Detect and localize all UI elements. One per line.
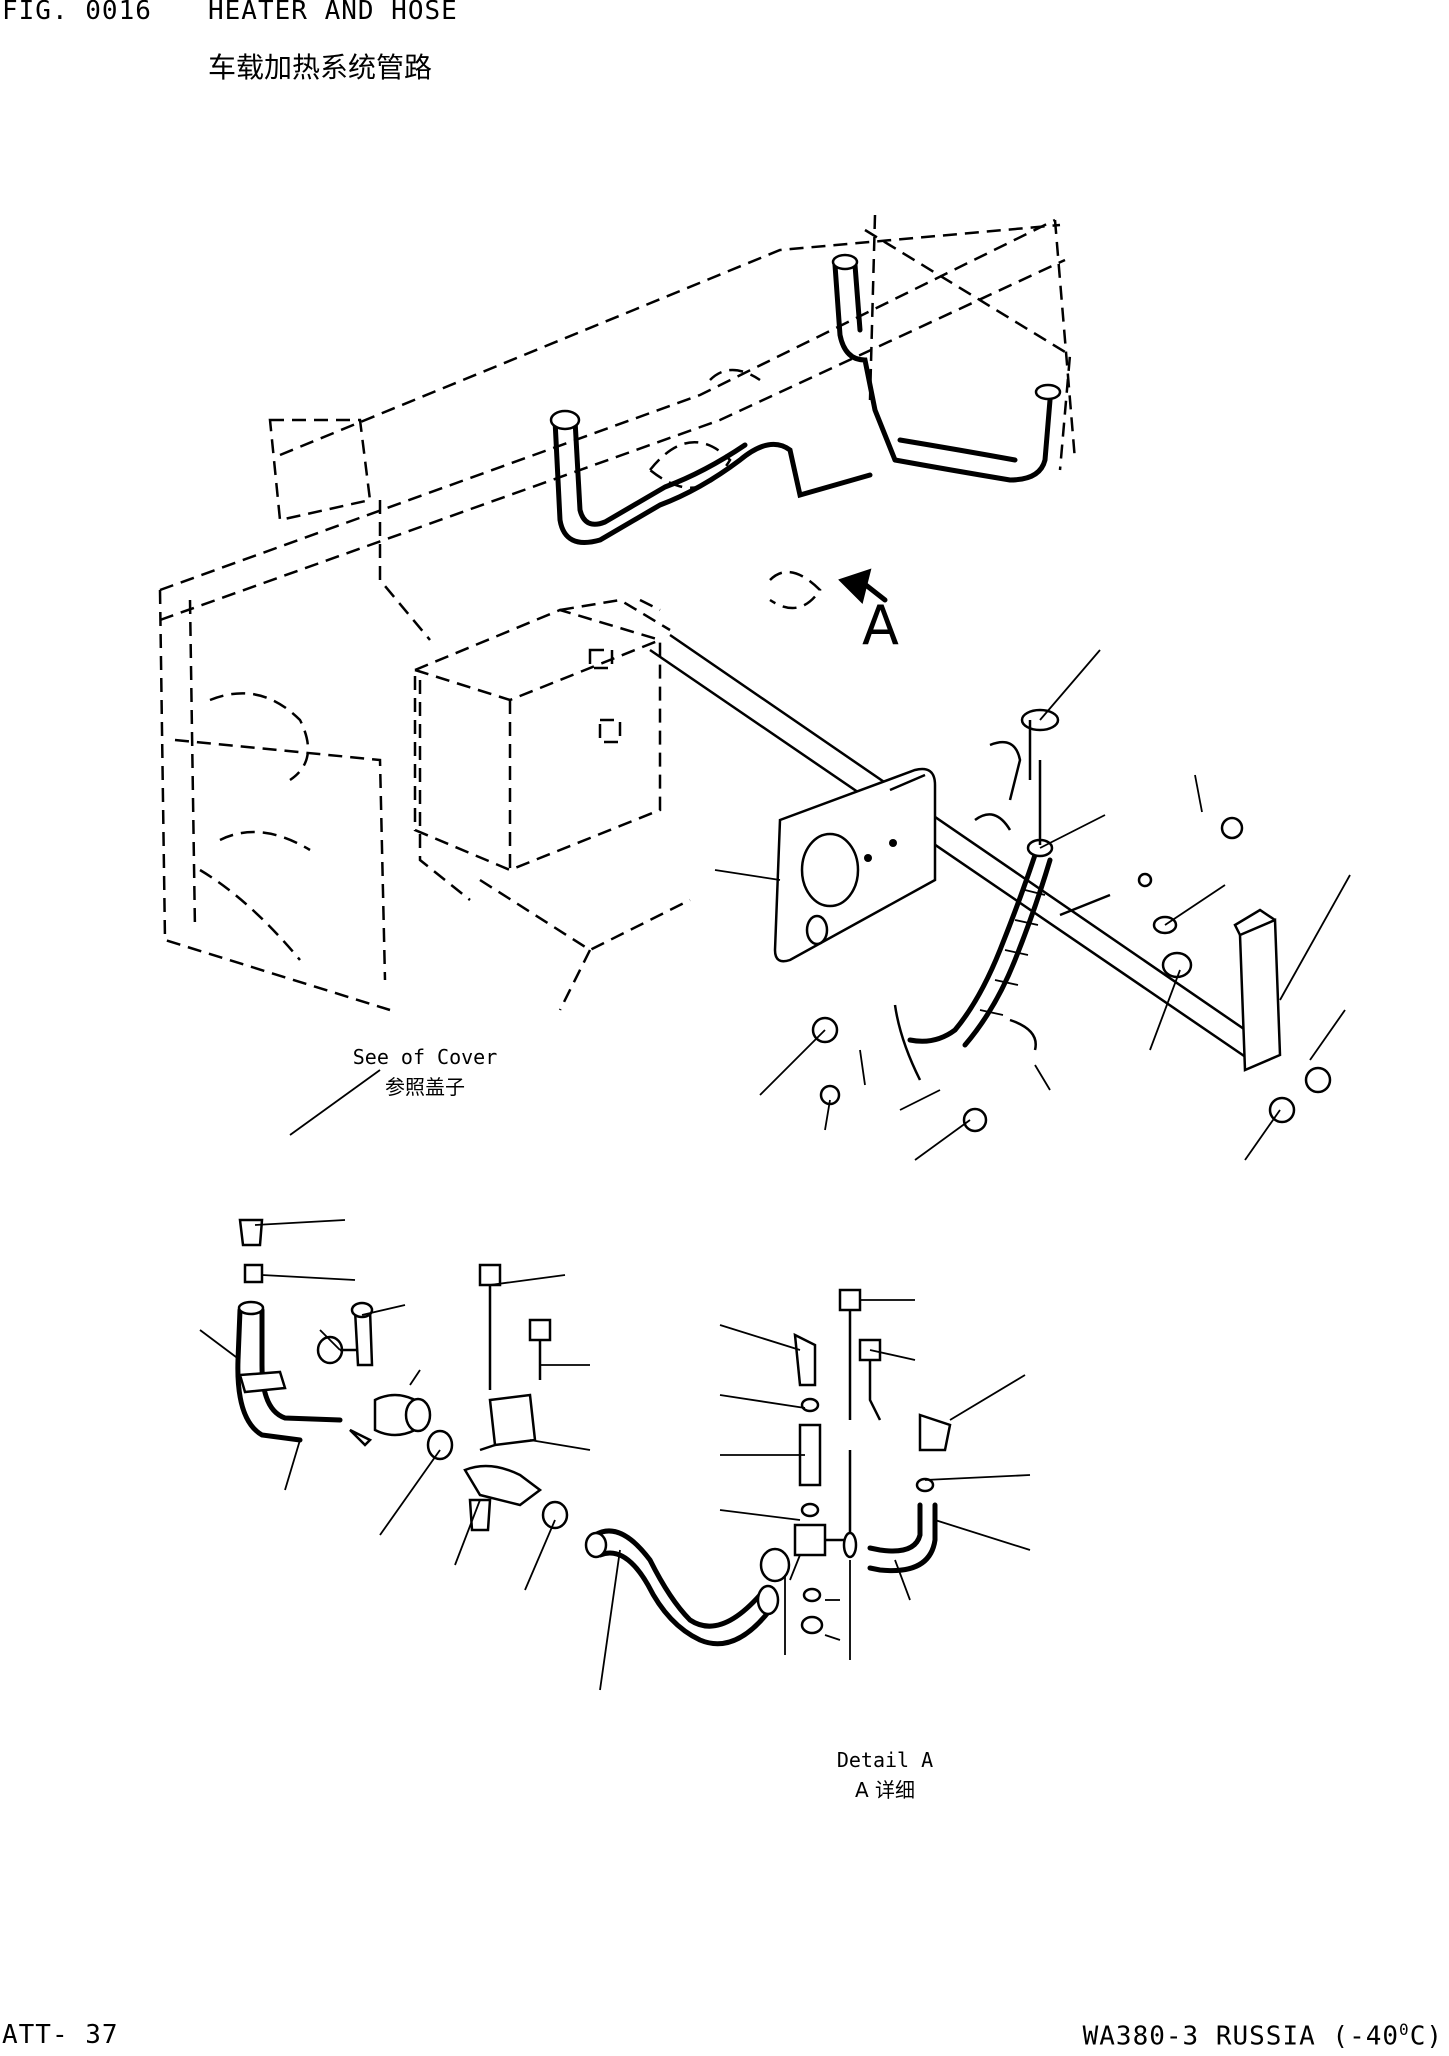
lower-left-pipe-group xyxy=(235,1069,569,1532)
detail-a-caption-chinese: A 详细 xyxy=(854,1778,916,1802)
machine-frame xyxy=(158,214,1077,1012)
model-text: WA380-3 RUSSIA (-40 xyxy=(1082,2021,1400,2052)
figure-title-chinese: 车载加热系统管路 xyxy=(208,51,433,84)
degree-mark: 0 xyxy=(1399,2020,1410,2039)
see-cover-note: See of Cover xyxy=(352,1045,498,1069)
view-a-arrow xyxy=(838,568,888,604)
heater-pipes xyxy=(549,253,1062,545)
temperature-unit: C) xyxy=(1409,2021,1443,2052)
page-code: ATT- 37 xyxy=(2,2020,119,2050)
figure-title: HEATER AND HOSE xyxy=(208,0,458,26)
leader-lines-upper xyxy=(714,649,1351,1161)
lower-middle-clamp-group xyxy=(478,1263,552,1452)
cover-plate-assembly xyxy=(649,633,1261,1062)
lower-connecting-hose xyxy=(584,1528,791,1647)
heater-unit xyxy=(413,598,671,872)
detail-a-caption: Detail A xyxy=(836,1748,934,1772)
view-a-label: A xyxy=(862,594,900,657)
detail-a-components xyxy=(793,1288,952,1635)
mounting-bracket xyxy=(1233,908,1282,1072)
figure-number: FIG. 0016 xyxy=(2,0,152,26)
see-cover-note-chinese: 参照盖子 xyxy=(385,1075,465,1099)
model-designation: WA380-3 RUSSIA (-400C) xyxy=(1083,2020,1443,2052)
leader-lines-lower xyxy=(199,1219,1031,1691)
